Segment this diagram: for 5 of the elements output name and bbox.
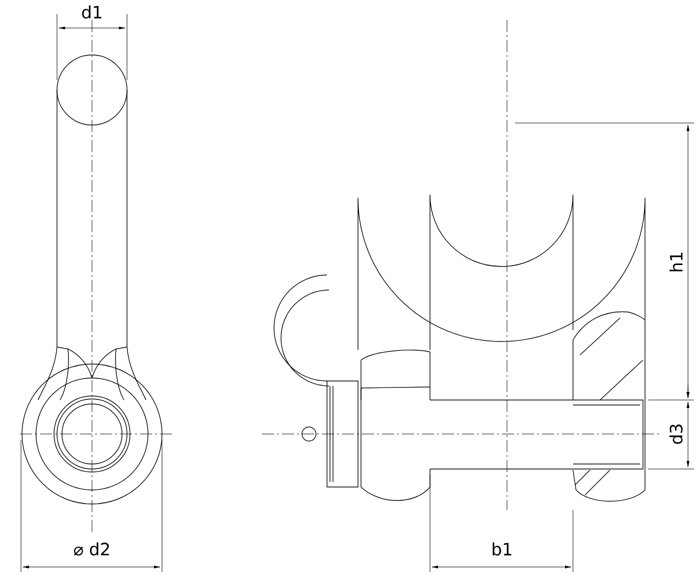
dimension-label: b1 <box>492 542 512 556</box>
dimension-label: ⌀ d2 <box>74 542 109 556</box>
dimension-label: d1 <box>82 5 102 19</box>
dimension-label: h1 <box>670 252 682 272</box>
dimension-label: d3 <box>669 424 683 444</box>
